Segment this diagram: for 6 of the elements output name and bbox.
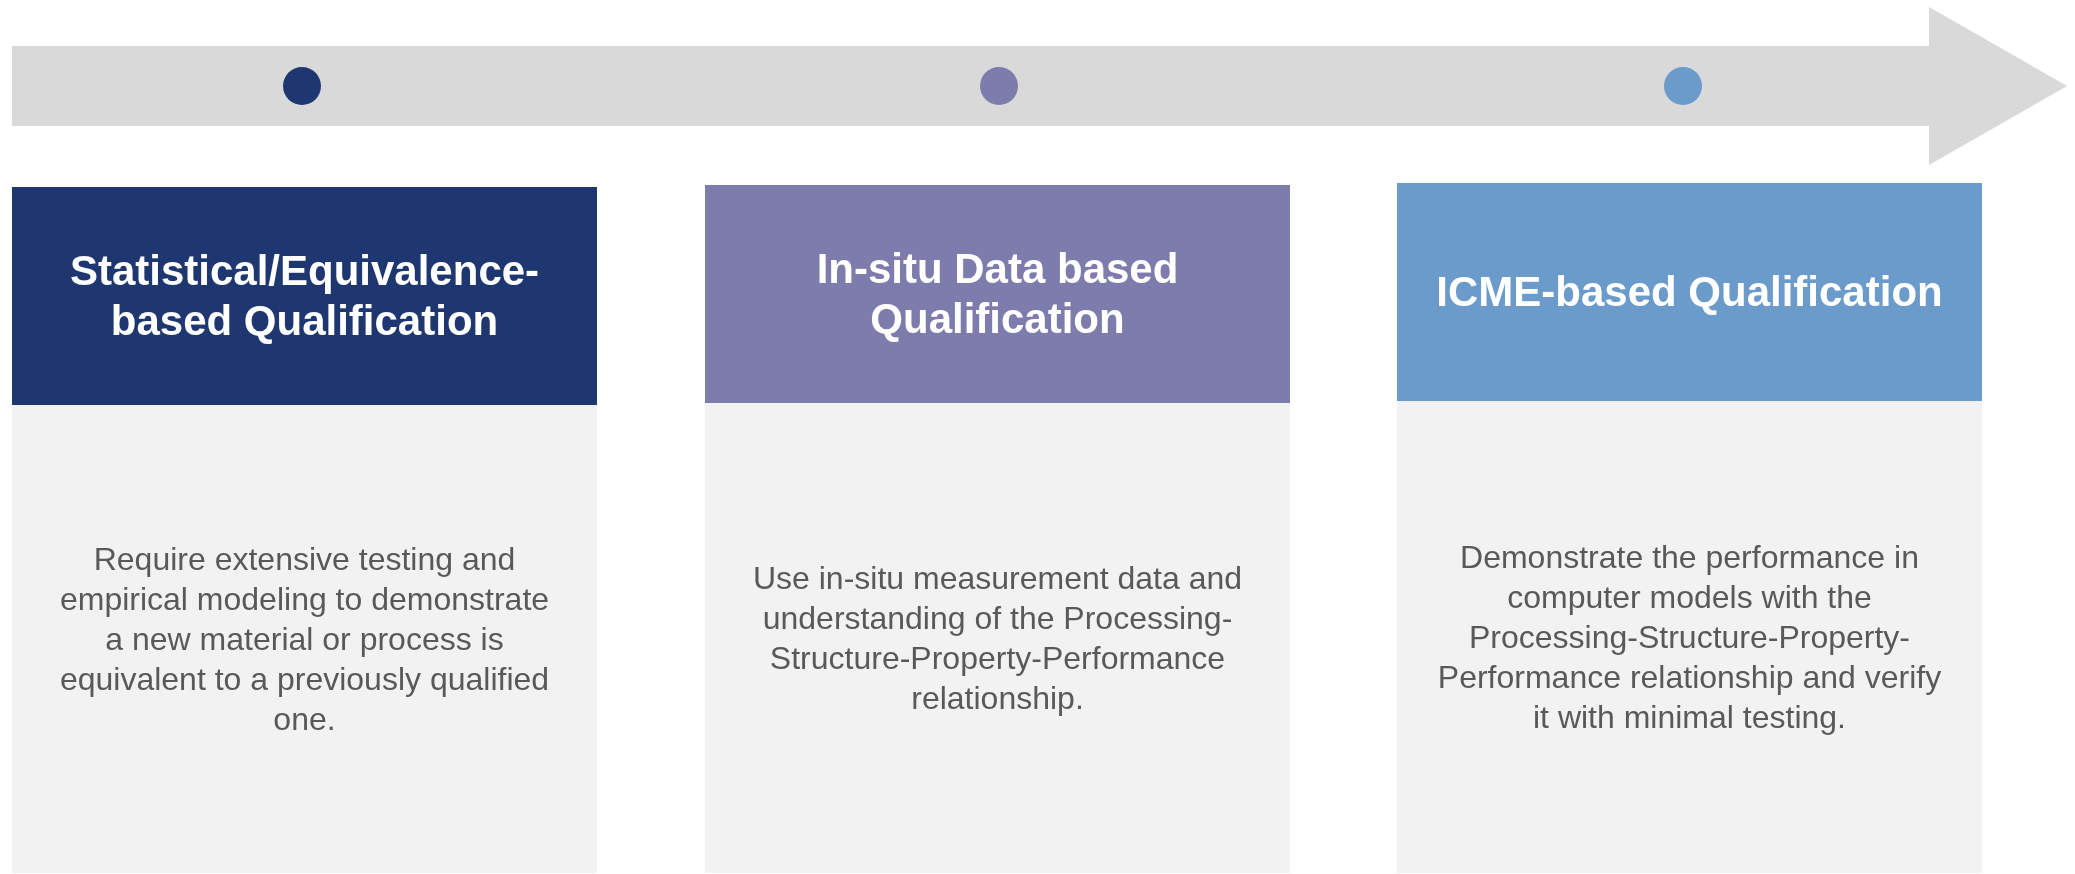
heading-band: Statistical/Equivalence-based Qualification [12,187,597,405]
description-panel: Use in-situ measurement data and understanding of the Processing-Structure-Property-Performance relationship. [705,403,1290,873]
description-panel: Demonstrate the performance in computer models with the Processing-Structure-Property-Performance relationship and verify it with minimal testing. [1397,401,1982,873]
heading-band: In-situ Data based Qualification [705,185,1290,403]
heading-band: ICME-based Qualification [1397,183,1982,401]
description-panel: Require extensive testing and empirical modeling to demonstrate a new material or process is equivalent to a previously qualified one. [12,405,597,873]
